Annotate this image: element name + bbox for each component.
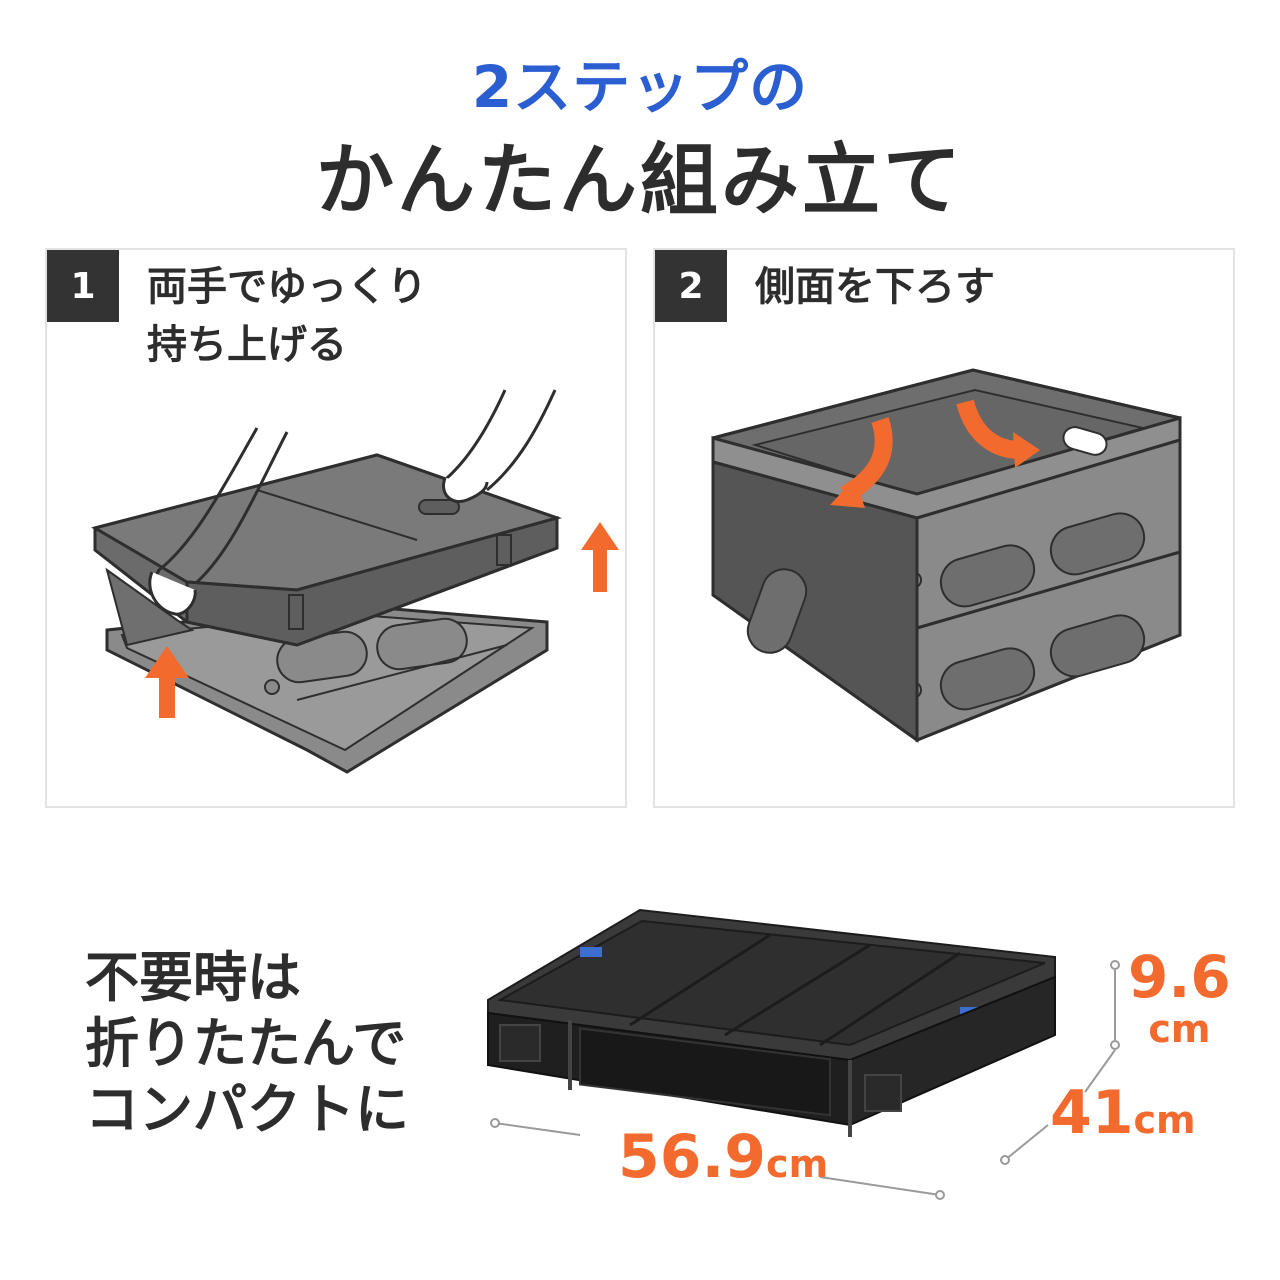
height-value: 9.6 — [1128, 943, 1231, 1011]
step-number-badge: 2 — [655, 250, 727, 322]
depth-unit: cm — [1133, 1098, 1196, 1142]
step-1-line-1: 両手でゆっくり — [147, 264, 427, 310]
step-number-badge: 1 — [47, 250, 119, 322]
width-unit: cm — [766, 1142, 829, 1186]
folded-description: 不要時は 折りたたんで コンパクトに — [85, 945, 409, 1143]
folded-box-illustration — [487, 908, 1120, 1200]
subtitle: 2ステップの — [471, 53, 809, 121]
page-title: かんたん組み立て — [315, 136, 964, 226]
folded-line-2: 折りたたんで — [85, 1012, 407, 1075]
width-value: 56.9 — [618, 1122, 767, 1192]
curved-arrow-icon — [956, 399, 1021, 459]
step-2-line-1: 側面を下ろす — [755, 264, 995, 310]
depth-value: 41 — [1050, 1078, 1134, 1148]
step-1-panel: 1 両手でゆっくり 持ち上げる — [45, 248, 627, 808]
height-dimension: 9.6 cm — [1128, 948, 1231, 1048]
up-arrow-icon — [581, 522, 619, 592]
step-2-panel: 2 側面を下ろす — [653, 248, 1235, 808]
up-arrow-icon — [145, 646, 189, 718]
height-unit: cm — [1148, 1007, 1211, 1051]
folded-line-3: コンパクトに — [85, 1078, 409, 1141]
step-2-instruction: 側面を下ろす — [755, 258, 995, 316]
lock-tab — [580, 947, 602, 957]
open-box-illustration — [711, 368, 1182, 743]
folded-line-1: 不要時は — [85, 946, 301, 1009]
width-dimension: 56.9cm — [618, 1122, 828, 1192]
depth-dimension: 41cm — [1050, 1078, 1196, 1148]
step-1-instruction: 両手でゆっくり 持ち上げる — [147, 258, 427, 374]
lift-lid-illustration — [91, 389, 619, 774]
step-1-line-2: 持ち上げる — [147, 322, 347, 368]
